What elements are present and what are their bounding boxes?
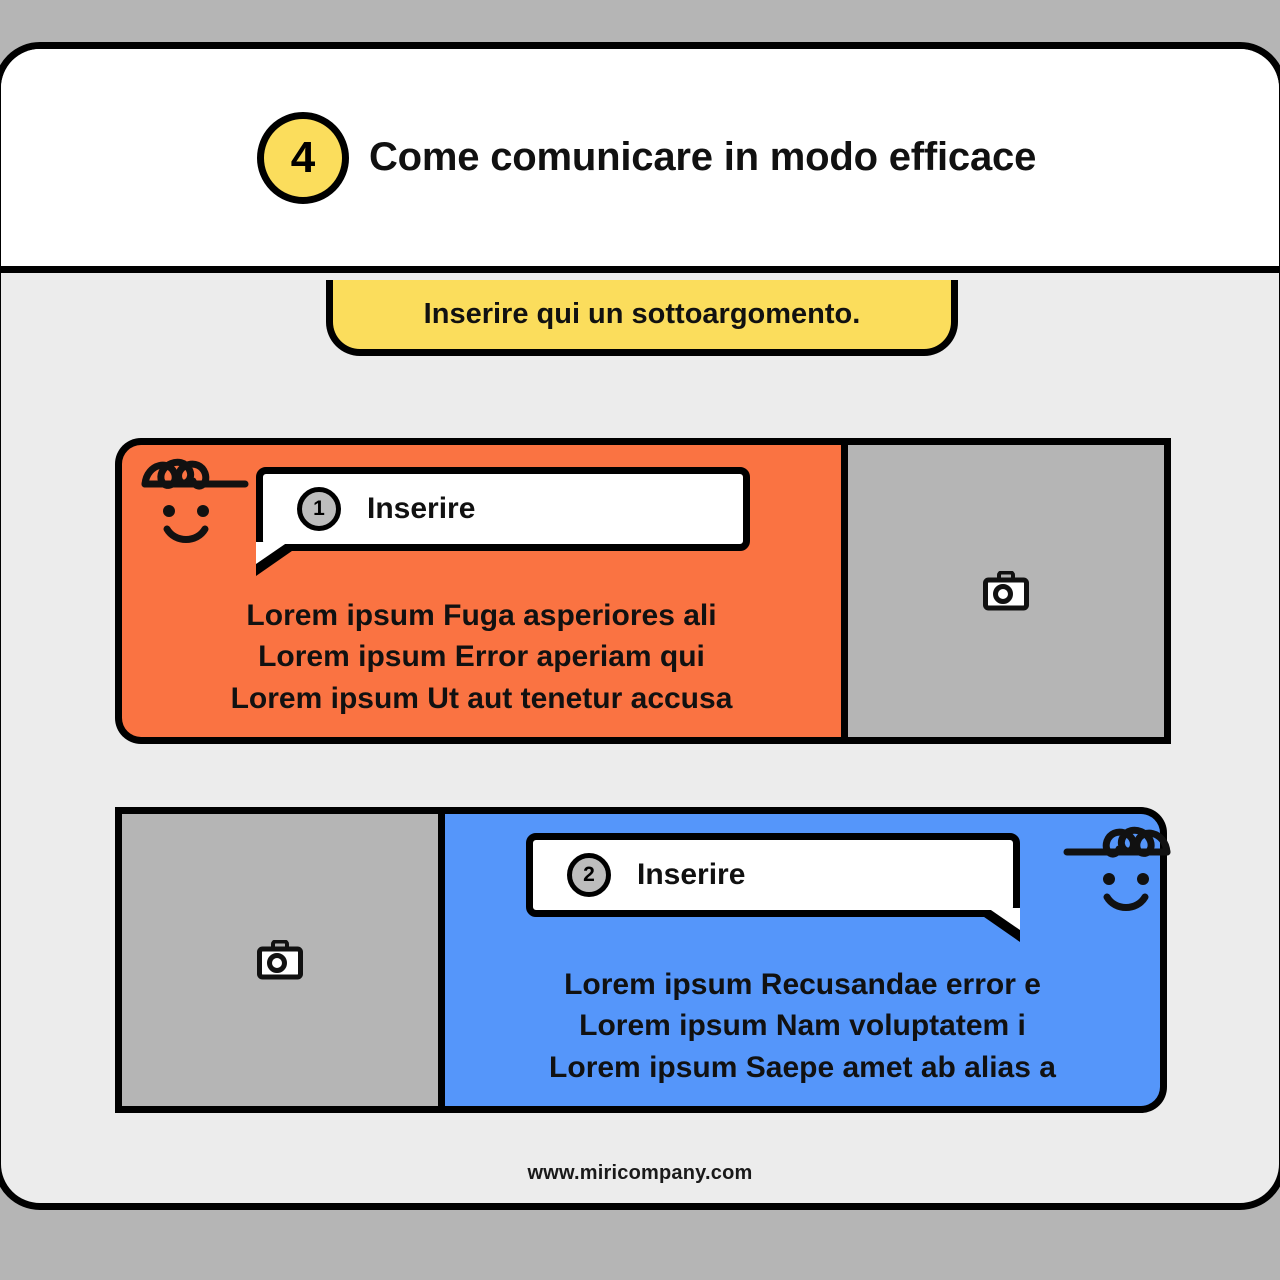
card-1-line-1: Lorem ipsum Fuga asperiores ali <box>246 599 717 632</box>
card-2-line-3: Lorem ipsum Saepe amet ab alias a <box>549 1050 1056 1084</box>
slide-frame: 4 Come comunicare in modo efficace Inser… <box>0 42 1280 1210</box>
card-2-number-badge: 2 <box>567 853 611 897</box>
card-1-media-placeholder[interactable] <box>841 438 1171 744</box>
footer-url: www.miricompany.com <box>527 1162 753 1184</box>
slide-header: 4 Come comunicare in modo efficace <box>1 49 1279 273</box>
subtitle-text: Inserire qui un sottoargomento. <box>423 298 861 330</box>
card-1-line-3: Lorem ipsum Ut aut tenetur accusa <box>230 681 733 715</box>
card-1-label[interactable]: 1 Inserire <box>256 467 750 576</box>
card-2-label[interactable]: 2 Inserire <box>526 833 1020 942</box>
camera-icon <box>257 940 303 980</box>
card-1-body: Lorem ipsum Fuga asperiores ali Lorem ip… <box>122 595 841 719</box>
card-2-line-2: Lorem ipsum Nam voluptatem i <box>579 1009 1026 1043</box>
camera-icon <box>983 571 1029 611</box>
subtitle-banner: Inserire qui un sottoargomento. <box>326 280 958 356</box>
card-1-number-badge: 1 <box>297 487 341 531</box>
card-2-line-1: Lorem ipsum Recusandae error e <box>564 968 1041 1001</box>
header-inner: 4 Come comunicare in modo efficace <box>257 111 1037 204</box>
card-1-label-tail <box>256 542 302 576</box>
page-title: Come comunicare in modo efficace <box>369 135 1037 179</box>
card-2-media-placeholder[interactable] <box>115 807 445 1113</box>
card-1-label-text: Inserire <box>367 492 476 525</box>
card-1-line-2: Lorem ipsum Error aperiam qui <box>258 640 705 674</box>
card-2-body: Lorem ipsum Recusandae error e Lorem ips… <box>445 964 1160 1088</box>
card-2-label-tail <box>974 908 1020 942</box>
card-2-label-text: Inserire <box>637 858 746 891</box>
step-number-badge: 4 <box>257 111 349 204</box>
